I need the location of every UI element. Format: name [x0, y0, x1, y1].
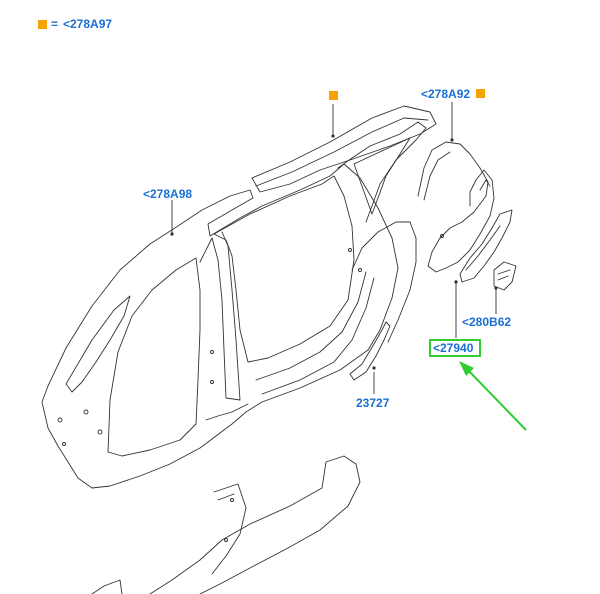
rear-quarter-extension-panel	[417, 141, 495, 273]
rear-small-bracket	[493, 261, 517, 291]
orange-square-icon	[476, 89, 485, 98]
orange-square-icon	[329, 91, 338, 100]
orange-square-icon	[38, 20, 47, 29]
rear-pocket-panel	[459, 209, 513, 283]
sill-seal-strip	[349, 321, 391, 381]
b-pillar	[199, 231, 241, 401]
green-arrow-icon	[459, 361, 527, 431]
legend-equals: =	[51, 17, 59, 31]
rear-door-opening	[213, 175, 355, 363]
front-window-opening	[65, 295, 131, 393]
detail-holes	[57, 234, 444, 542]
callout-280B62: <280B62	[462, 315, 512, 329]
callout-23727: 23727	[356, 396, 390, 410]
roof-side-rail	[251, 105, 437, 193]
legend-code: <278A97	[63, 17, 113, 31]
callout-278A92: <278A92	[421, 87, 471, 101]
callout-278A98: <278A98	[143, 187, 193, 201]
rocker-sill-panel	[149, 455, 361, 594]
front-door-opening	[107, 257, 201, 457]
body-side-outer-panel	[41, 163, 399, 489]
callout-highlight-box	[429, 339, 481, 357]
c-pillar	[337, 121, 427, 223]
wheel-arch	[351, 221, 417, 343]
callout-27940: <27940	[433, 341, 474, 355]
